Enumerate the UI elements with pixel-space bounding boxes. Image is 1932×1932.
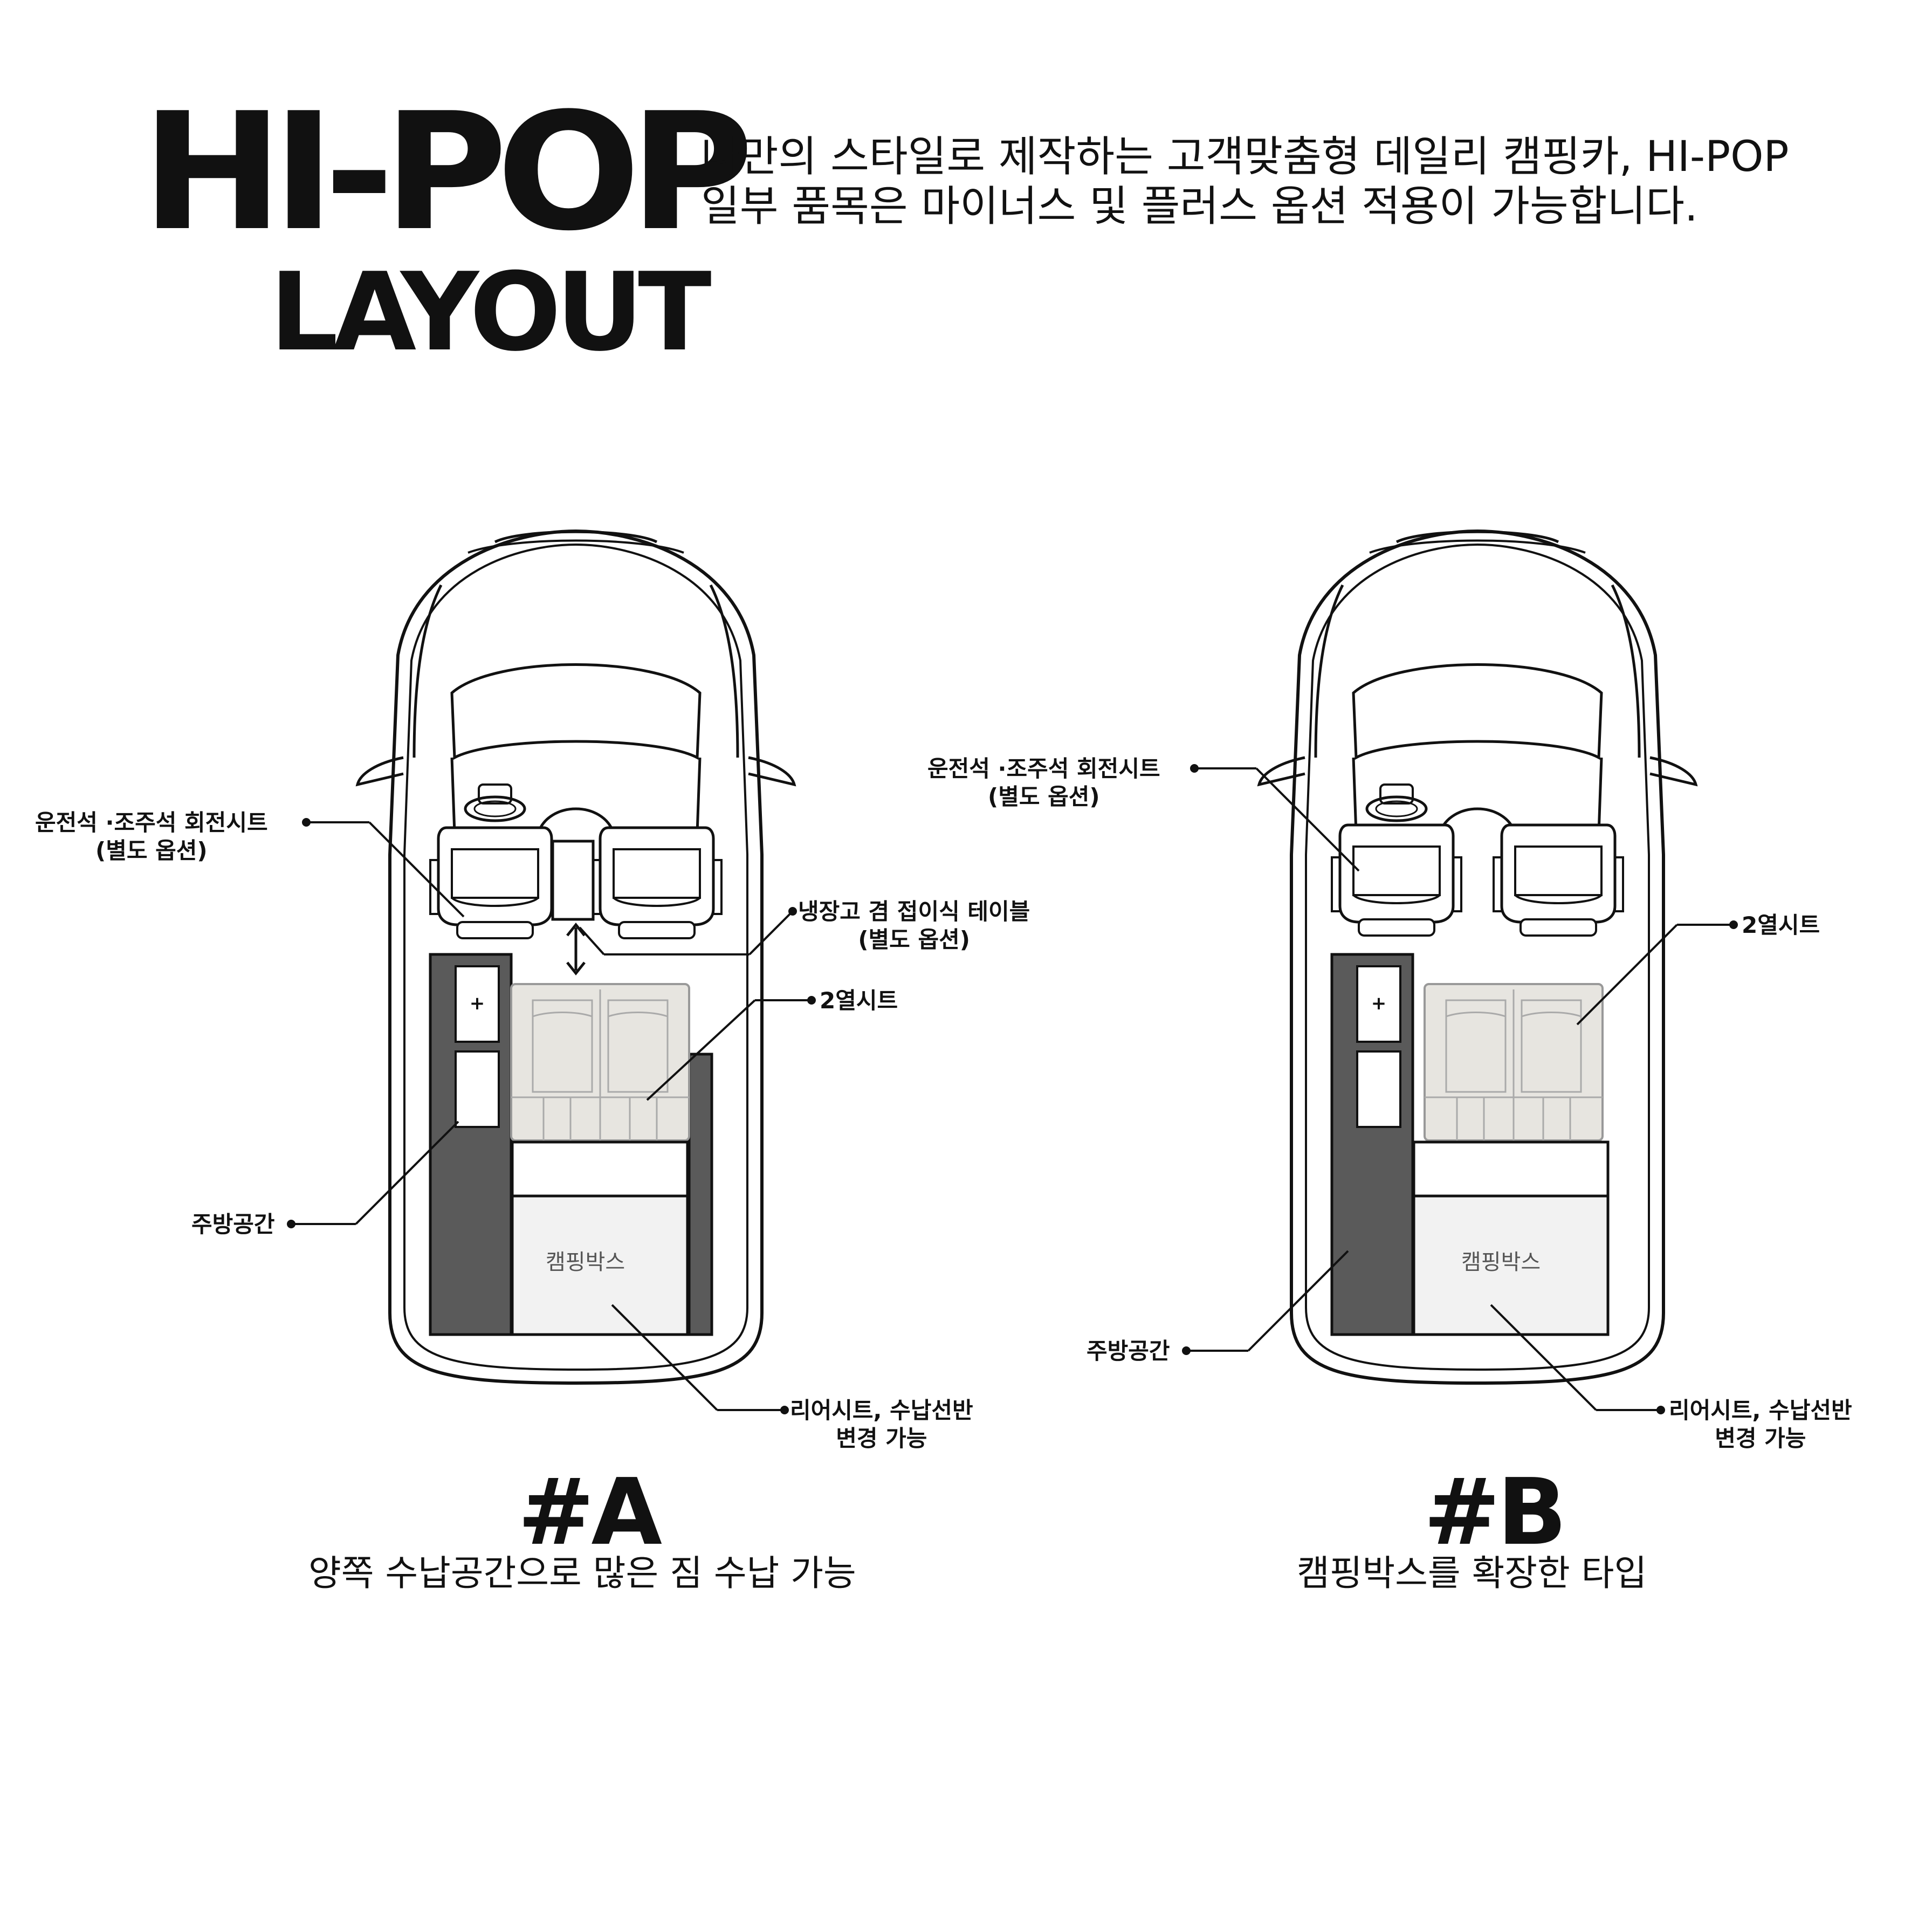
description-block: 나만의 스타일로 제작하는 고객맞춤형 데일리 캠핑카, HI-POP 일부 품… — [701, 132, 1789, 231]
fridge-table-a — [551, 840, 595, 921]
label-rear-b-line1: 리어시트, 수납선반 — [1669, 1397, 1852, 1424]
camping-box-label-a: 캠핑박스 — [546, 1250, 625, 1275]
driver-seat-b — [1332, 825, 1461, 936]
layout-a-description: 양쪽 수납공간으로 많은 짐 수납 가능 — [308, 1552, 856, 1594]
description-line-1: 나만의 스타일로 제작하는 고객맞춤형 데일리 캠핑카, HI-POP — [701, 133, 1789, 181]
van-a: + — [357, 531, 794, 1383]
label-swivel-seat-a: 운전석 ·조주석 회전시트 (별도 옵션) — [35, 809, 268, 865]
label-second-row-a: 2열시트 — [820, 987, 898, 1014]
camping-box-a — [511, 1194, 689, 1336]
label-fridge-a-line2: (별도 옵션) — [858, 926, 970, 953]
van-b: + — [1259, 531, 1696, 1383]
description-line-2: 일부 품목은 마이너스 및 플러스 옵션 적용이 가능합니다. — [701, 182, 1698, 231]
svg-text:+: + — [470, 993, 485, 1014]
leader-lines-a — [287, 818, 816, 1414]
right-storage-a — [687, 1053, 713, 1336]
label-kitchen-a: 주방공간 — [191, 1211, 275, 1237]
label-swivel-seat-b-line2: (별도 옵션) — [988, 783, 1100, 810]
page-title: HI-POP — [141, 78, 754, 266]
second-row-seat-b — [1424, 983, 1604, 1142]
layout-b-name: #B — [1424, 1459, 1567, 1566]
leader-lines-b — [1182, 764, 1738, 1414]
svg-text:+: + — [1371, 993, 1387, 1014]
layout-b-description: 캠핑박스를 확장한 타입 — [1297, 1552, 1647, 1594]
layout-a-name: #A — [518, 1459, 662, 1566]
passenger-seat-b — [1494, 825, 1623, 936]
label-rear-a: 리어시트, 수납선반 변경 가능 — [790, 1397, 973, 1453]
driver-seat-a — [430, 828, 560, 938]
label-fridge-a: 냉장고 겸 접이식 테이블 (별도 옵션) — [798, 898, 1030, 954]
label-swivel-seat-b-line1: 운전석 ·조주석 회전시트 — [927, 755, 1160, 782]
passenger-seat-a — [592, 828, 721, 938]
label-swivel-seat-b: 운전석 ·조주석 회전시트 (별도 옵션) — [927, 755, 1160, 811]
label-swivel-seat-a-line1: 운전석 ·조주석 회전시트 — [35, 809, 268, 836]
label-fridge-a-line1: 냉장고 겸 접이식 테이블 — [798, 898, 1030, 925]
label-second-row-b: 2열시트 — [1742, 912, 1820, 938]
label-rear-b: 리어시트, 수납선반 변경 가능 — [1669, 1397, 1852, 1453]
label-kitchen-b: 주방공간 — [1087, 1338, 1170, 1364]
label-rear-a-line2: 변경 가능 — [836, 1425, 927, 1452]
page-subtitle: LAYOUT — [270, 250, 712, 375]
label-swivel-seat-a-line2: (별도 옵션) — [95, 837, 208, 864]
label-rear-a-line1: 리어시트, 수납선반 — [790, 1397, 973, 1424]
camping-box-b — [1412, 1194, 1610, 1336]
label-rear-b-line2: 변경 가능 — [1715, 1425, 1806, 1452]
second-row-seat-a — [510, 983, 690, 1142]
camping-box-label-b: 캠핑박스 — [1461, 1250, 1541, 1275]
